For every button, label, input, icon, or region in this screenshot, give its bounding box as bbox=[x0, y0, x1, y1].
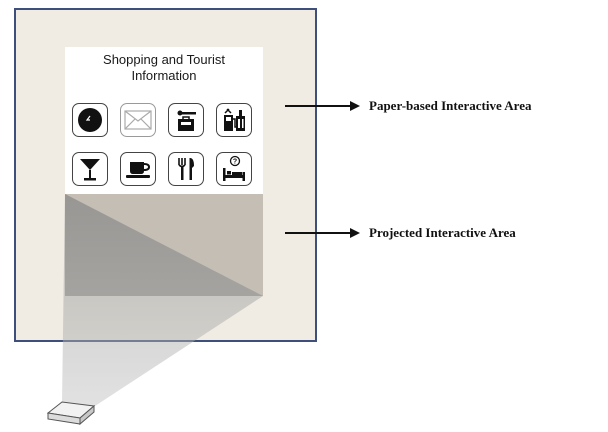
projected-area-label: Projected Interactive Area bbox=[369, 225, 516, 240]
projector-icon bbox=[46, 401, 96, 426]
paper-area-label: Paper-based Interactive Area bbox=[369, 98, 532, 113]
shopping-icon[interactable] bbox=[168, 103, 204, 137]
restaurant-icon[interactable] bbox=[168, 152, 204, 186]
hotel-info-icon[interactable]: ? bbox=[216, 152, 252, 186]
projected-area-arrow bbox=[285, 228, 360, 238]
paper-title-line-1: Shopping and Tourist bbox=[103, 52, 225, 67]
coffee-cup-icon[interactable] bbox=[120, 152, 156, 186]
paper-area-arrow bbox=[285, 101, 360, 111]
gas-station-icon[interactable] bbox=[216, 103, 252, 137]
projector-beam bbox=[62, 194, 263, 406]
mail-icon[interactable] bbox=[120, 103, 156, 137]
svg-text:?: ? bbox=[233, 159, 237, 166]
paper-title: Shopping and Tourist Information bbox=[65, 52, 263, 84]
paper-title-line-2: Information bbox=[131, 68, 197, 83]
clock-icon[interactable] bbox=[72, 103, 108, 137]
cocktail-bar-icon[interactable] bbox=[72, 152, 108, 186]
